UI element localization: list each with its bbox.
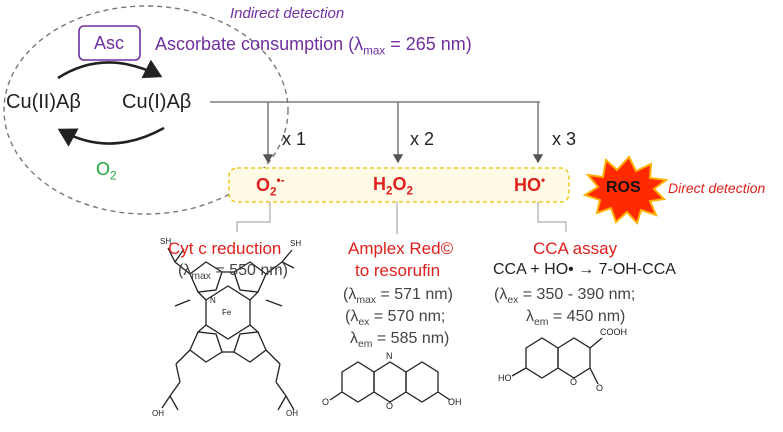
cca-lambda-ex: (λex = 350 - 390 nm; [494, 286, 636, 307]
heme-n: N [210, 296, 216, 305]
cycle-dashed-circle [3, 5, 289, 215]
multiplier-x1: x 1 [282, 129, 307, 149]
ros-burst-shape [582, 155, 669, 225]
multiplier-x3: x 3 [552, 129, 577, 149]
ascorbate-consumption-label: Ascorbate consumption (λmax = 265 nm) [155, 34, 472, 58]
amplex-lambda-ex: (λex = 570 nm; [345, 308, 446, 329]
heme-oh-right: OH [286, 409, 298, 418]
direct-detection-label: Direct detection [668, 180, 766, 196]
cycle-arrow-top [57, 59, 163, 80]
coumarin-ho: HO [498, 373, 512, 383]
multiplier-x2: x 2 [410, 129, 435, 149]
cu2-abeta-label: Cu(II)Aβ [6, 91, 81, 113]
heme-sh-left: SH [160, 237, 172, 246]
cu1-abeta-label: Cu(I)Aβ [122, 91, 192, 113]
cytc-title: Cyt c reduction [168, 239, 282, 258]
resorufin-o-ring: O [386, 401, 394, 411]
link-cca [537, 202, 567, 232]
coumarin-cooh: COOH [600, 327, 627, 337]
cytc-lambda: (λmax = 550 nm) [178, 262, 288, 283]
heme-oh-left: OH [152, 409, 164, 418]
cycle-arrow-bottom [57, 126, 165, 147]
coumarin-structure [511, 337, 603, 385]
amplex-lambda-em: λem = 585 nm) [350, 330, 450, 351]
cca-reaction: CCA + HO• → 7-OH-CCA [493, 261, 676, 278]
hydroxyl-radical-label: HO• [514, 174, 546, 195]
coumarin-o-ring: O [570, 377, 578, 387]
heme-structure [161, 247, 295, 411]
superoxide-label: O2•- [256, 174, 285, 199]
indirect-detection-label: Indirect detection [230, 5, 345, 22]
link-cytc [236, 202, 271, 232]
cca-lambda-em: λem = 450 nm) [526, 308, 626, 329]
o2-label: O2 [96, 159, 117, 183]
cca-title: CCA assay [533, 239, 618, 258]
heme-fe: Fe [222, 308, 232, 317]
ros-label: ROS [606, 179, 641, 196]
resorufin-o-keto: O [322, 397, 330, 407]
species-box [228, 167, 570, 203]
resorufin-n: N [386, 351, 393, 361]
resorufin-structure [329, 361, 451, 403]
resorufin-oh: OH [448, 397, 462, 407]
coumarin-o-keto: O [596, 383, 604, 393]
asc-box [78, 25, 141, 61]
amplex-lambda-max: (λmax = 571 nm) [343, 286, 453, 307]
asc-label: Asc [94, 33, 125, 53]
heme-sh-right: SH [290, 239, 302, 248]
hydrogen-peroxide-label: H2O2 [373, 174, 414, 198]
amplex-title-line1: Amplex Red© [348, 239, 454, 258]
amplex-title-line2: to resorufin [355, 261, 441, 280]
